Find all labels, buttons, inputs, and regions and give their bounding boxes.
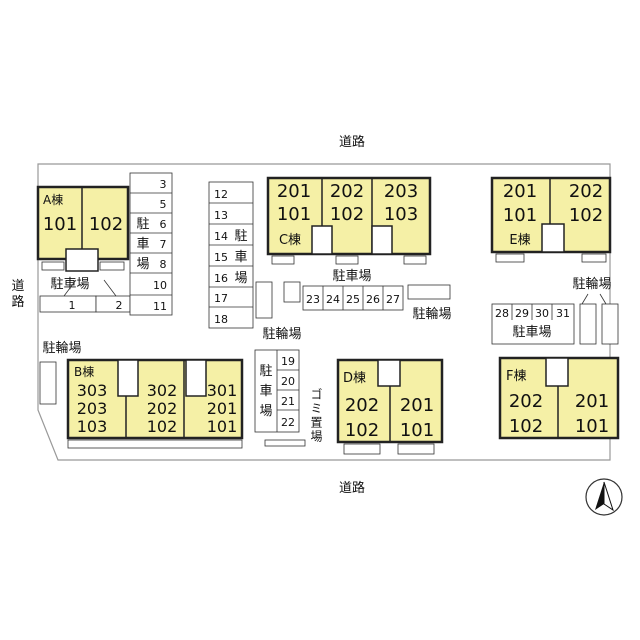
parking-space-16: 16 [214,272,228,285]
unit-f-102: 102 [509,416,543,437]
parking-row-c-label: 駐車場 [332,269,371,284]
building-d-name: D棟 [343,371,366,386]
parking-stack-b-char-2: 車 [234,250,247,265]
road-label-west-2: 路 [11,294,24,310]
parking-stack-b-char-3: 場 [234,271,247,286]
parking-space-17: 17 [214,292,228,305]
road-label-north: 道路 [339,134,365,150]
unit-b-201: 201 [207,399,238,418]
parking-lot-a-label: 駐車場 [50,277,89,292]
parking-space-26: 26 [366,293,380,306]
parking-space-2: 2 [116,299,123,312]
road-label-south: 道路 [339,480,365,496]
parking-row-e: 28 29 30 31 駐車場 [491,303,575,345]
parking-stack-d-char-3: 場 [259,404,272,419]
building-c: 201 101 C棟 202 102 203 103 [266,176,432,256]
unit-d-102: 102 [345,420,379,441]
unit-d-201: 201 [400,395,434,416]
building-a: A棟 101 102 [36,185,130,272]
parking-stack-b-char-1: 駐 [234,229,247,244]
unit-d-202: 202 [345,395,379,416]
parking-space-7: 7 [160,238,167,251]
unit-b-203: 203 [77,399,108,418]
parking-space-27: 27 [386,293,400,306]
unit-a-102: 102 [89,214,123,235]
building-d: D棟 202 102 201 101 [336,358,444,444]
parking-space-30: 30 [535,307,549,320]
parking-space-22: 22 [281,416,295,429]
bicycle-parking-label-1: 駐輪場 [262,326,301,342]
bicycle-parking-label-4: 駐輪場 [572,276,611,292]
parking-space-1: 1 [69,299,76,312]
unit-e-102: 102 [569,205,603,226]
parking-space-23: 23 [306,293,320,306]
building-e-name: E棟 [509,233,530,248]
building-f: F棟 202 102 201 101 [498,356,620,440]
parking-space-10: 10 [153,279,167,292]
bicycle-parking-label-3: 駐輪場 [42,340,81,356]
north-arrow-icon [585,478,623,516]
parking-space-29: 29 [515,307,529,320]
parking-stack-a-char-3: 場 [136,257,149,272]
unit-c-101: 101 [277,204,311,225]
parking-stack-d-char-1: 駐 [259,364,272,379]
unit-b-202: 202 [147,399,178,418]
parking-stack-b: 12 13 14 15 16 17 18 駐 車 場 [208,181,254,329]
parking-space-24: 24 [326,293,340,306]
unit-b-303: 303 [77,381,108,400]
unit-e-201: 201 [503,181,537,202]
parking-space-14: 14 [214,230,228,243]
parking-lot-a: 駐車場 1 2 [39,277,131,313]
parking-space-20: 20 [281,375,295,388]
unit-e-202: 202 [569,181,603,202]
unit-c-102: 102 [330,204,364,225]
parking-space-18: 18 [214,313,228,326]
road-label-west-1: 道 [11,279,24,294]
building-e: 201 101 E棟 202 102 [490,176,612,254]
garbage-station-label: ゴミ置場 [309,387,323,444]
parking-space-15: 15 [214,251,228,264]
unit-a-101: 101 [43,214,77,235]
parking-stack-a: 3 5 6 7 8 10 11 駐 車 場 [129,172,173,316]
parking-row-e-label: 駐車場 [512,325,551,340]
parking-row-c: 駐車場 23 24 25 26 27 [302,269,404,311]
parking-space-19: 19 [281,355,295,368]
parking-space-12: 12 [214,188,228,201]
unit-e-101: 101 [503,205,537,226]
unit-b-102: 102 [147,417,178,436]
bicycle-parking-label-2: 駐輪場 [412,306,451,322]
unit-f-202: 202 [509,391,543,412]
unit-d-101: 101 [400,420,434,441]
parking-stack-d: 19 20 21 22 駐 車 場 [254,349,300,433]
unit-c-202: 202 [330,181,364,202]
parking-space-13: 13 [214,209,228,222]
unit-c-203: 203 [384,181,418,202]
unit-f-101: 101 [575,416,609,437]
parking-space-3: 3 [160,178,167,191]
parking-space-5: 5 [160,198,167,211]
building-b: B棟 303 203 103 302 202 102 301 201 101 [66,358,244,440]
building-f-name: F棟 [506,369,526,384]
unit-b-301: 301 [207,381,238,400]
parking-stack-d-char-2: 車 [259,384,272,399]
building-c-name: C棟 [279,233,301,248]
parking-space-25: 25 [346,293,360,306]
parking-space-11: 11 [153,300,167,313]
unit-c-201: 201 [277,181,311,202]
building-b-name: B棟 [74,364,94,379]
unit-b-103: 103 [77,417,108,436]
parking-stack-a-char-1: 駐 [136,217,149,232]
parking-space-28: 28 [495,307,509,320]
parking-stack-a-char-2: 車 [136,237,149,252]
unit-b-101: 101 [207,417,238,436]
parking-space-31: 31 [556,307,570,320]
unit-b-302: 302 [147,381,178,400]
parking-space-21: 21 [281,395,295,408]
building-a-name: A棟 [43,192,63,207]
parking-space-8: 8 [160,258,167,271]
parking-space-6: 6 [160,218,167,231]
unit-c-103: 103 [384,204,418,225]
unit-f-201: 201 [575,391,609,412]
